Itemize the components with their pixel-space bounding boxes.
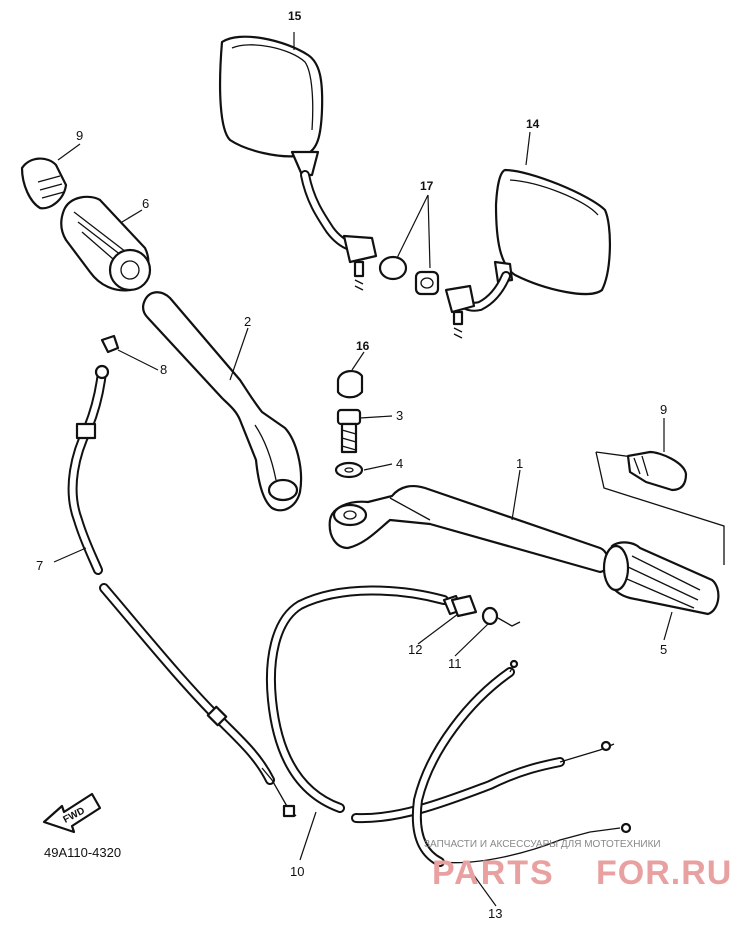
callout-5: 5 (660, 642, 667, 657)
callout-13: 13 (488, 906, 502, 921)
cable-10 (265, 585, 615, 824)
watermark-tagline: ЗАПЧАСТИ И АКСЕССУАРЫ ДЛЯ МОТОТЕХНИКИ (424, 839, 661, 850)
callout-4: 4 (396, 456, 403, 471)
fwd-arrow: FWD (42, 792, 102, 834)
grip-end-right-9 (595, 450, 725, 565)
callout-7: 7 (36, 558, 43, 573)
grip-right-5 (602, 541, 720, 616)
watermark: ЗАПЧАСТИ И АКСЕССУАРЫ ДЛЯ МОТОТЕХНИКИ PA… (424, 839, 732, 892)
washer-4 (334, 461, 364, 479)
locknut-11 (481, 606, 521, 627)
adjuster-12 (450, 594, 478, 618)
mirror-right-14 (444, 168, 611, 339)
callout-leaders (53, 32, 673, 907)
cable-7 (67, 334, 297, 818)
cable-13 (411, 659, 632, 867)
diagram-code: 49A110-4320 (44, 845, 121, 860)
callout-10: 10 (290, 864, 304, 879)
handlebar-right-1 (328, 485, 610, 574)
callout-14: 14 (526, 117, 540, 131)
handlebar-left-2 (141, 291, 303, 512)
callout-2: 2 (244, 314, 251, 329)
callout-17: 17 (420, 179, 434, 193)
part-17 (378, 194, 440, 296)
callout-16: 16 (356, 339, 370, 353)
callout-8: 8 (160, 362, 167, 377)
bolt-3 (336, 408, 362, 454)
watermark-brand-right: FOR.RU (596, 854, 732, 892)
watermark-brand-left: PARTS (432, 854, 555, 892)
callout-11: 11 (448, 656, 462, 671)
cap-16 (336, 370, 364, 399)
callout-9-left: 9 (76, 128, 83, 143)
grip-end-left-9 (20, 157, 68, 210)
callout-1: 1 (516, 456, 523, 471)
callout-15: 15 (288, 9, 302, 23)
callout-12: 12 (408, 642, 422, 657)
grip-left-6 (60, 195, 152, 292)
callout-9-right: 9 (660, 402, 667, 417)
callout-3: 3 (396, 408, 403, 423)
callout-6: 6 (142, 196, 149, 211)
mirror-left-15 (219, 35, 378, 291)
callout-labels: 15 14 17 9 6 2 16 3 4 8 9 7 1 12 11 5 10… (36, 9, 667, 921)
